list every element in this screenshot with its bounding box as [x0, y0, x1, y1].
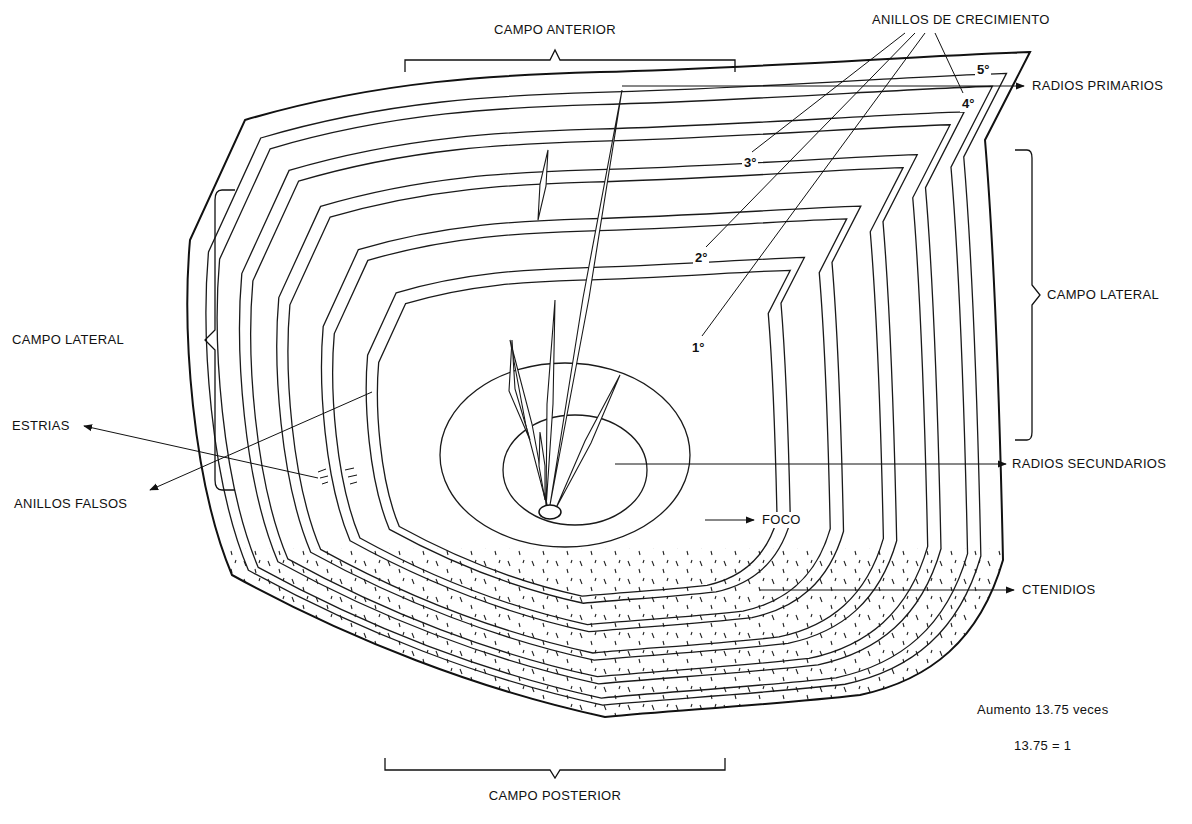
- callout-number: 3°: [742, 155, 758, 171]
- scale-note: 13.75 = 1: [1012, 738, 1073, 754]
- scale-note: Aumento 13.75 veces: [975, 702, 1110, 718]
- part-label: ESTRIAS: [10, 418, 72, 434]
- radii: [509, 90, 622, 510]
- focus: [539, 505, 561, 519]
- callout-number: 2°: [693, 250, 709, 266]
- leader-lines: [84, 33, 1024, 590]
- ctenidia-field: [150, 548, 1050, 748]
- part-label: RADIOS PRIMARIOS: [1030, 78, 1165, 94]
- field-label: CAMPO LATERAL: [10, 332, 126, 348]
- growth-rings: [206, 73, 1006, 705]
- callout-number: 5°: [975, 62, 991, 78]
- striae: [318, 468, 357, 484]
- callout-number: 4°: [960, 96, 976, 112]
- part-label: ANILLOS DE CRECIMIENTO: [870, 12, 1052, 28]
- field-label: CAMPO POSTERIOR: [487, 788, 623, 804]
- part-label: CTENIDIOS: [1020, 582, 1097, 598]
- part-label: RADIOS SECUNDARIOS: [1010, 456, 1168, 472]
- scale-outline: [187, 52, 1030, 717]
- callout-number: 1°: [690, 340, 706, 356]
- part-label: FOCO: [760, 512, 803, 528]
- part-label: ANILLOS FALSOS: [12, 496, 129, 512]
- brackets: [205, 50, 1040, 778]
- field-label: CAMPO LATERAL: [1045, 287, 1161, 303]
- field-label: CAMPO ANTERIOR: [492, 22, 618, 38]
